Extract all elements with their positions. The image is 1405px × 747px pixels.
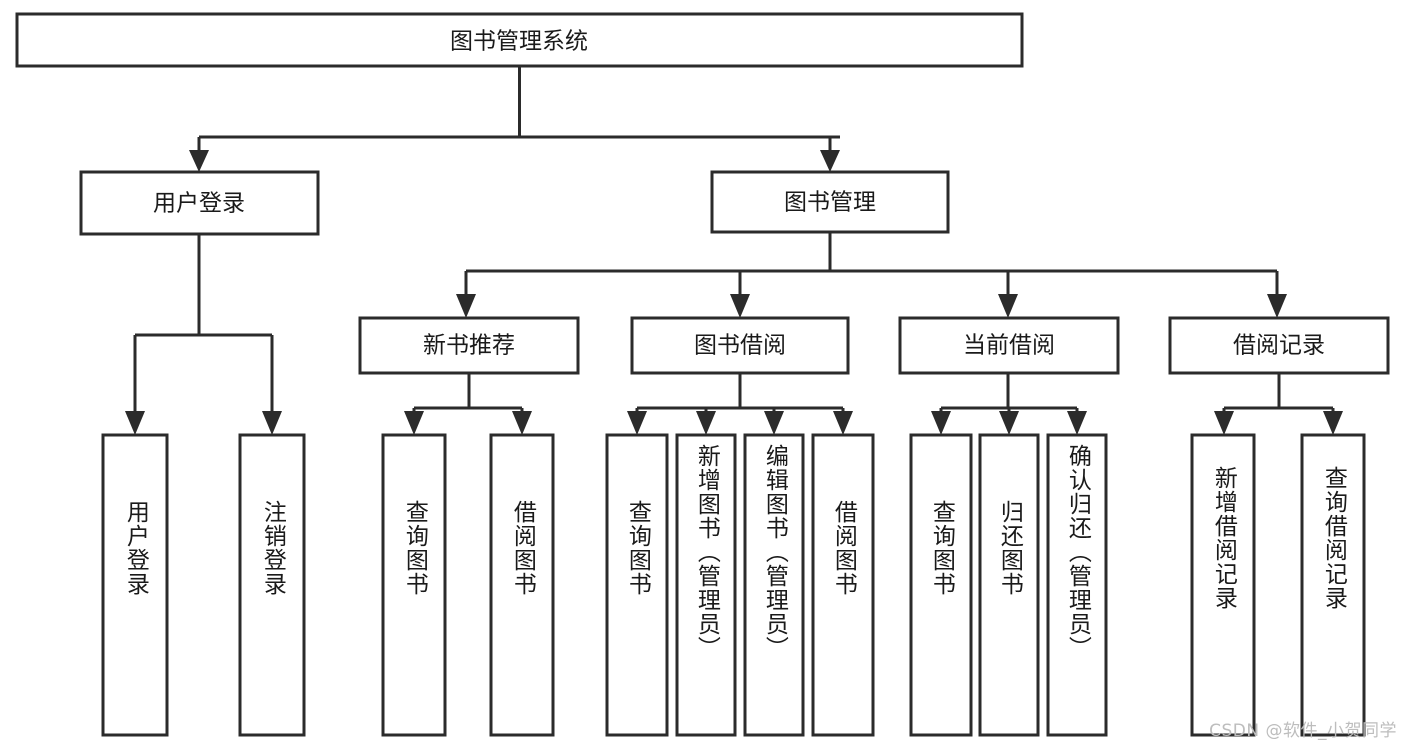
node-user-login-box[interactable] bbox=[79, 170, 320, 236]
arrow-to-leaf-query-book-1 bbox=[404, 411, 424, 435]
leaf-box-add-book[interactable] bbox=[675, 433, 737, 737]
arrow-to-leaf-query-book-3 bbox=[931, 411, 951, 435]
arrow-to-leaf-user-login bbox=[125, 411, 145, 435]
label-group: 图书管理系统 用户登录 图书管理 新书推荐 图书借阅 当前借阅 借阅记录 bbox=[153, 29, 1325, 359]
user-login-label: 用户登录 bbox=[153, 191, 245, 217]
connector-group bbox=[125, 66, 1343, 435]
arrow-to-borrow-record bbox=[1267, 294, 1287, 318]
arrow-to-leaf-add-record bbox=[1214, 411, 1234, 435]
arrow-to-leaf-borrow-book-2 bbox=[833, 411, 853, 435]
node-borrow-record-box[interactable] bbox=[1168, 316, 1390, 375]
leaf-box-query-record[interactable] bbox=[1300, 433, 1366, 737]
leaf-box-borrow-book-1[interactable] bbox=[489, 433, 555, 737]
arrow-to-current-borrow bbox=[998, 294, 1018, 318]
leaf-box-borrow-book-2[interactable] bbox=[811, 433, 875, 737]
new-book-recommend-label: 新书推荐 bbox=[423, 333, 515, 359]
arrow-to-book-management bbox=[820, 150, 840, 172]
arrow-to-leaf-edit-book bbox=[764, 411, 784, 435]
leaf-box-edit-book[interactable] bbox=[743, 433, 805, 737]
leaf-box-return-book[interactable] bbox=[978, 433, 1040, 737]
leaf-box-query-book-2[interactable] bbox=[605, 433, 669, 737]
leaf-box-query-book-1[interactable] bbox=[381, 433, 447, 737]
leaf-box-logout[interactable] bbox=[238, 433, 306, 737]
node-new-book-recommend-box[interactable] bbox=[358, 316, 580, 375]
arrow-to-user-login bbox=[189, 150, 209, 172]
arrow-to-new-book-recommend bbox=[456, 294, 476, 318]
leaf-box-confirm-return[interactable] bbox=[1046, 433, 1108, 737]
book-borrow-label: 图书借阅 bbox=[694, 333, 786, 359]
arrow-to-leaf-confirm-return bbox=[1067, 411, 1087, 435]
node-root-box[interactable] bbox=[15, 12, 1024, 68]
book-management-label: 图书管理 bbox=[784, 190, 876, 216]
leaf-box-query-book-3[interactable] bbox=[909, 433, 973, 737]
arrow-to-book-borrow bbox=[730, 294, 750, 318]
leaf-box-add-record[interactable] bbox=[1190, 433, 1256, 737]
node-book-management-box[interactable] bbox=[710, 170, 950, 234]
node-book-borrow-box[interactable] bbox=[630, 316, 850, 375]
csdn-watermark: CSDN @软件_小贺同学 bbox=[1209, 721, 1397, 741]
arrow-to-leaf-query-record bbox=[1323, 411, 1343, 435]
current-borrow-label: 当前借阅 bbox=[963, 333, 1055, 359]
node-group bbox=[15, 12, 1390, 737]
arrow-to-leaf-add-book bbox=[696, 411, 716, 435]
borrow-record-label: 借阅记录 bbox=[1233, 333, 1325, 359]
arrow-to-leaf-return-book bbox=[999, 411, 1019, 435]
arrow-to-leaf-query-book-2 bbox=[627, 411, 647, 435]
arrow-to-leaf-borrow-book-1 bbox=[512, 411, 532, 435]
node-current-borrow-box[interactable] bbox=[898, 316, 1120, 375]
arrow-to-leaf-logout bbox=[262, 411, 282, 435]
root-label: 图书管理系统 bbox=[450, 29, 588, 55]
leaf-box-user-login[interactable] bbox=[101, 433, 169, 737]
